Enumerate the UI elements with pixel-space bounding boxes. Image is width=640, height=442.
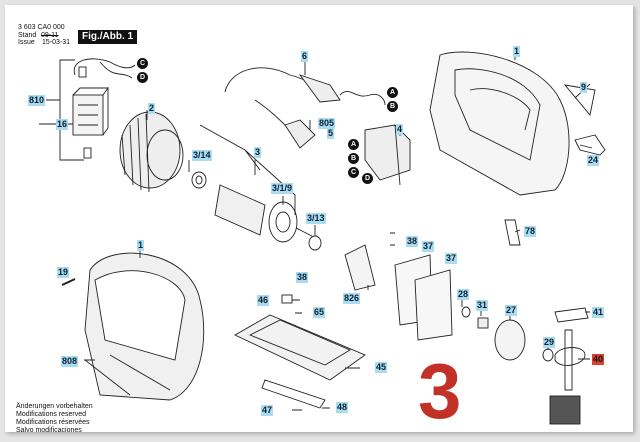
issue-label: Issue [18, 39, 35, 46]
part-label-4[interactable]: 4 [396, 124, 404, 135]
bearing-3-13 [308, 235, 322, 251]
stand-label: Stand [18, 32, 37, 39]
stroke-rod-40 [554, 329, 586, 391]
part-label-29[interactable]: 29 [543, 337, 556, 348]
part-label-40-highlighted[interactable]: 40 [592, 354, 605, 365]
part-label-3-1-9[interactable]: 3/1/9 [271, 183, 294, 194]
part-label-78[interactable]: 78 [524, 226, 537, 237]
part-label-1-top[interactable]: 1 [513, 46, 521, 57]
pinion-31 [477, 317, 489, 329]
connector-a-cord: A [387, 87, 398, 98]
housing-half-right [429, 51, 570, 196]
note-fr: Modifications réservées [16, 419, 90, 426]
stator [119, 111, 184, 193]
housing-half-left [84, 252, 205, 401]
part-label-24[interactable]: 24 [587, 155, 600, 166]
modification-notes: Änderungen vorbehalten Modifications res… [16, 403, 93, 435]
base-plate [234, 314, 366, 381]
part-label-38-top[interactable]: 38 [406, 236, 419, 247]
connector-b-switch: B [348, 153, 359, 164]
bearing-3-14 [191, 171, 207, 189]
guide-41 [554, 307, 589, 323]
part-label-810[interactable]: 810 [28, 95, 46, 106]
part-label-38-bottom[interactable]: 38 [296, 272, 309, 283]
note-es: Salvo modificaciones [16, 427, 82, 434]
part-label-19[interactable]: 19 [57, 267, 70, 278]
issue-value: 15-03-31 [42, 39, 71, 46]
part-label-48[interactable]: 48 [336, 402, 349, 413]
doc-number: 3 603 CA0 000 [18, 24, 65, 31]
part-label-27[interactable]: 27 [505, 305, 518, 316]
washer-28 [461, 306, 471, 318]
wiring-harness [73, 58, 136, 79]
plate-37b [414, 269, 453, 341]
part-label-5[interactable]: 5 [327, 128, 335, 139]
part-label-65[interactable]: 65 [313, 307, 326, 318]
part-label-45[interactable]: 45 [375, 362, 388, 373]
part-label-37-a[interactable]: 37 [422, 241, 435, 252]
part-label-47[interactable]: 47 [261, 405, 274, 416]
part-label-805[interactable]: 805 [318, 118, 336, 129]
part-label-16[interactable]: 16 [56, 119, 69, 130]
part-label-37-b[interactable]: 37 [445, 253, 458, 264]
spring-78 [504, 219, 521, 246]
brush-lower [83, 147, 92, 159]
connector-c-top: C [137, 58, 148, 69]
figure-tag: Fig./Abb. 1 [78, 30, 138, 44]
part-label-6[interactable]: 6 [301, 51, 309, 62]
nut-46 [281, 294, 293, 304]
part-label-28[interactable]: 28 [457, 289, 470, 300]
blade-clamp [549, 395, 581, 425]
switch-module-4 [364, 124, 411, 186]
part-label-3-14[interactable]: 3/14 [192, 150, 212, 161]
stand-value: 09-11 [41, 32, 59, 39]
connector-b-cord: B [387, 101, 398, 112]
power-cord [224, 67, 386, 149]
connector-d-switch: D [362, 173, 373, 184]
gear-27 [494, 319, 526, 361]
brush [78, 66, 87, 78]
page-number: 3 [418, 347, 462, 435]
plate-826 [344, 244, 376, 291]
connector-a-switch: A [348, 139, 359, 150]
lever-48 [261, 379, 326, 409]
part-label-3-13[interactable]: 3/13 [306, 213, 326, 224]
armature [214, 184, 313, 243]
connector-d-top: D [137, 72, 148, 83]
part-label-2[interactable]: 2 [148, 103, 156, 114]
part-label-826[interactable]: 826 [343, 293, 361, 304]
part-label-9[interactable]: 9 [580, 82, 588, 93]
roller-29 [542, 348, 554, 362]
connector-c-switch: C [348, 167, 359, 178]
note-de: Änderungen vorbehalten [16, 403, 93, 410]
part-label-41[interactable]: 41 [592, 307, 605, 318]
switch-unit [72, 86, 109, 136]
part-label-46[interactable]: 46 [257, 295, 270, 306]
part-label-1-bottom[interactable]: 1 [137, 240, 145, 251]
clip-24 [574, 134, 606, 156]
part-label-3[interactable]: 3 [254, 147, 262, 158]
cover-808 [84, 359, 131, 396]
note-en: Modifications reserved [16, 411, 87, 418]
part-label-808[interactable]: 808 [61, 356, 79, 367]
part-label-31[interactable]: 31 [476, 300, 489, 311]
